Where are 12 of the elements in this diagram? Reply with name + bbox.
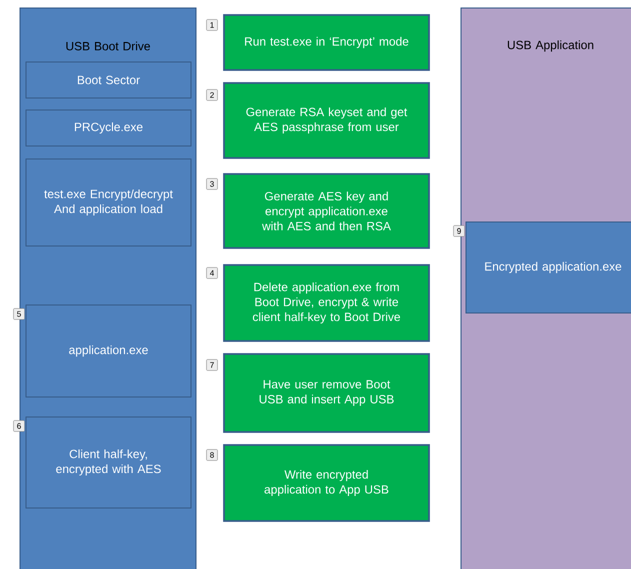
step-box: Write encrypted application to App USB xyxy=(223,444,430,522)
storage-box: Boot Sector xyxy=(26,62,192,98)
step-box: Delete application.exe from Boot Drive, encrypt & write client half-key to Boot Drive xyxy=(223,264,430,342)
storage-box: application.exe xyxy=(26,304,192,398)
step-box: Generate RSA keyset and get AES passphrase from user xyxy=(223,82,430,159)
step-box: Have user remove Boot USB and insert App USB xyxy=(223,353,430,433)
storage-box: PRCycle.exe xyxy=(26,110,192,146)
storage-box: test.exe Encrypt/decrypt And application load xyxy=(26,158,192,246)
storage-box: Client half-key, encrypted with AES xyxy=(26,416,192,508)
storage-box: Encrypted application.exe xyxy=(466,222,631,314)
step-box: Run test.exe in ‘Encrypt’ mode xyxy=(223,14,430,71)
step-box: Generate AES key and encrypt application.exe with AES and then RSA xyxy=(223,173,430,249)
